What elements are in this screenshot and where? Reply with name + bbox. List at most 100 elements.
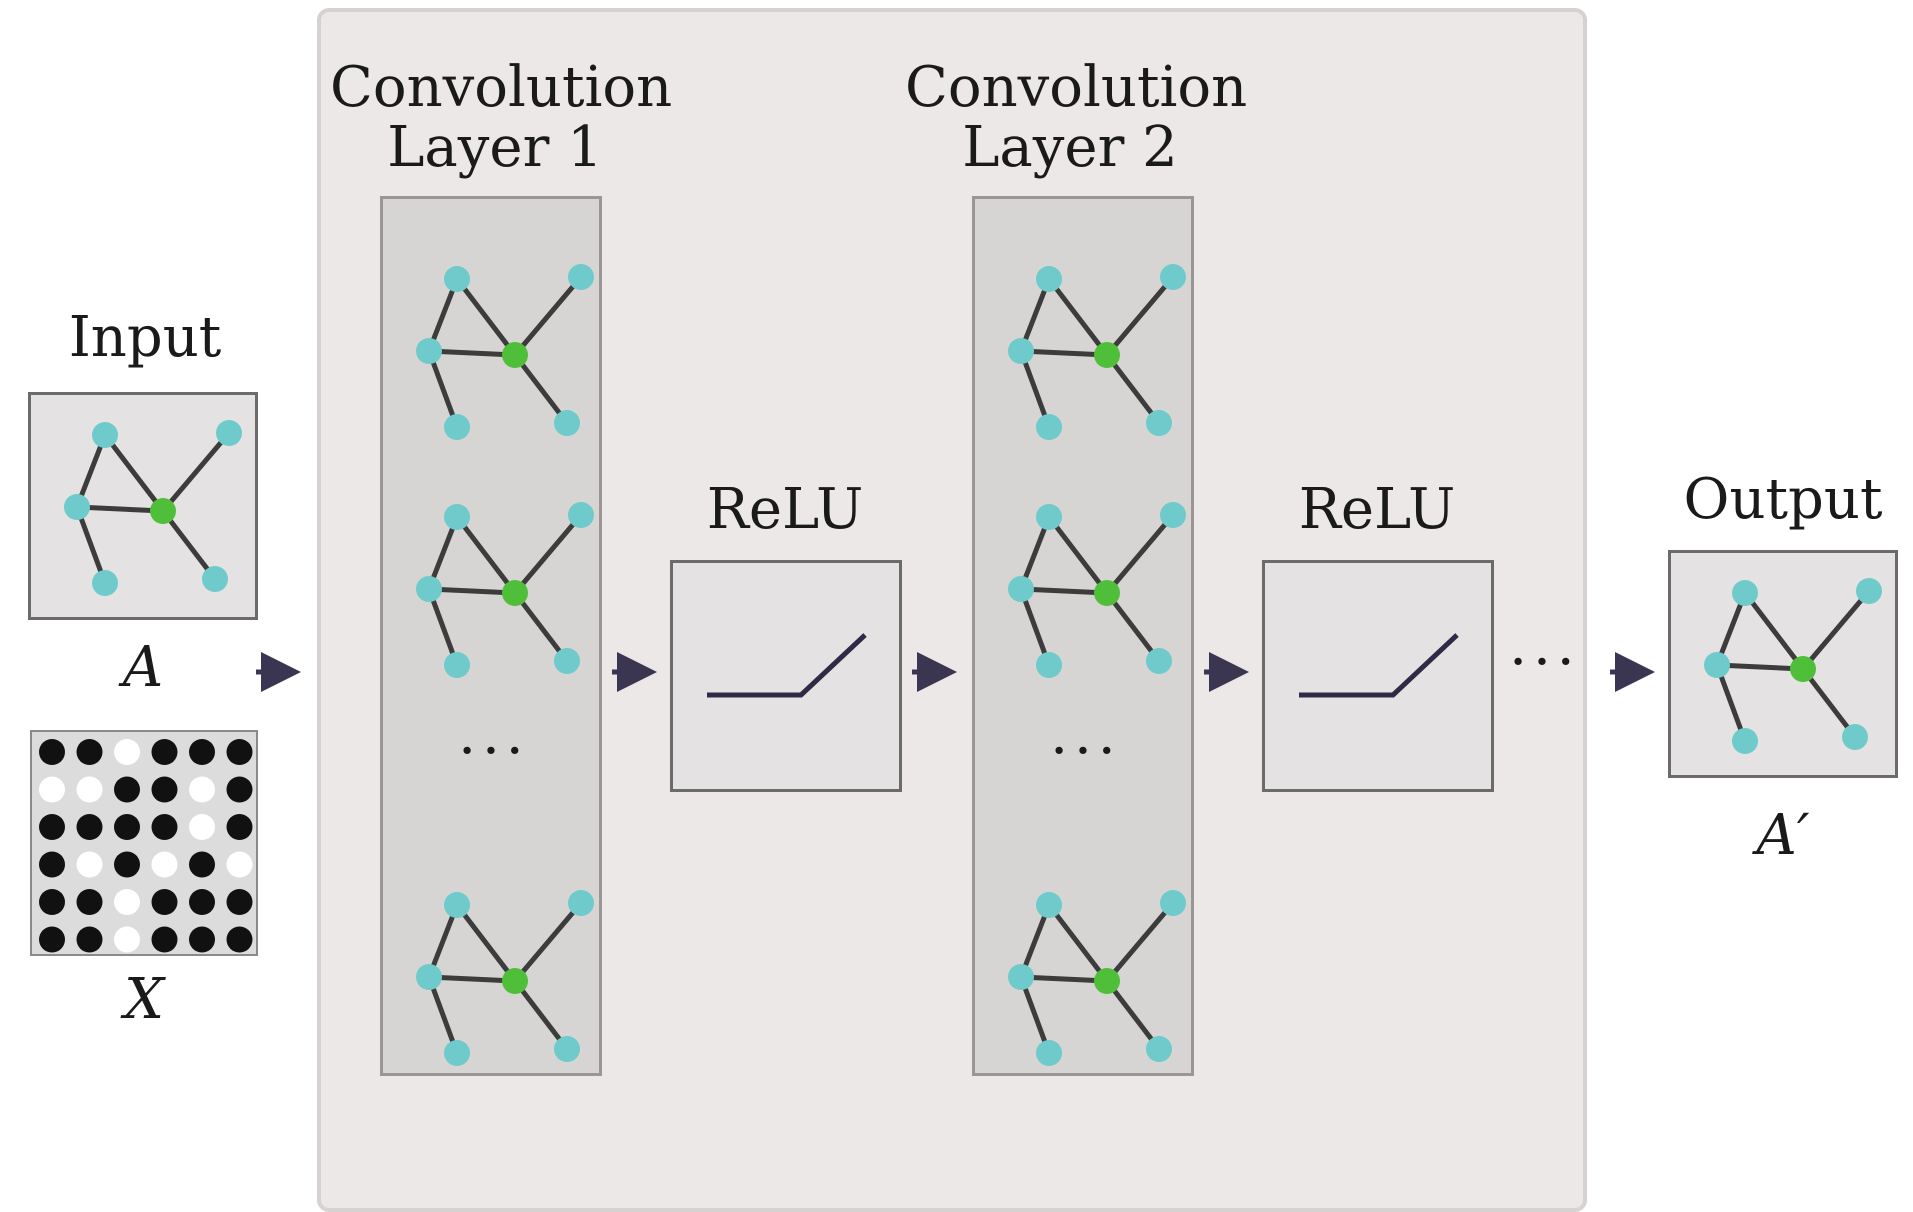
graph-node [1146, 648, 1172, 674]
matrix-cell [114, 851, 140, 878]
graph-edge [1716, 662, 1804, 672]
graph-node [554, 1036, 580, 1062]
graph-node [416, 576, 442, 602]
graph-edge [1801, 589, 1871, 671]
graph-node [1036, 1040, 1062, 1066]
graph-edge [428, 586, 516, 596]
graph-center-node [502, 968, 528, 994]
graph-node [1036, 414, 1062, 440]
graph-edge [513, 513, 583, 595]
graph-edge [1105, 979, 1161, 1051]
matrix-cell [151, 851, 178, 878]
conv2-title-line1: Convolution [905, 55, 1248, 120]
output-adjacency-label: A′ [1756, 803, 1810, 868]
matrix-cell [39, 926, 65, 953]
graph-node [1008, 576, 1034, 602]
graph-center-node [150, 498, 176, 524]
graph-edge [76, 504, 164, 514]
graph-edge [74, 506, 108, 584]
graph-node [416, 964, 442, 990]
conv1-graph-3 [416, 890, 594, 1066]
graph-center-node [1790, 656, 1816, 682]
graph-edge [1018, 350, 1052, 428]
graph-node [1036, 504, 1062, 530]
graph-edge [513, 591, 569, 663]
matrix-cell [151, 739, 178, 765]
feature-matrix-box [30, 730, 258, 956]
matrix-cell [151, 926, 178, 953]
graph-node [444, 1040, 470, 1066]
matrix-cell [39, 889, 65, 915]
graph-edge [1105, 513, 1175, 595]
graph-edge [455, 277, 517, 357]
graph-edge [1018, 976, 1052, 1054]
matrix-cell [189, 926, 215, 953]
adjacency-label: A [122, 635, 164, 700]
graph-edge [1105, 353, 1161, 425]
matrix-cell [114, 739, 140, 765]
graph-edge [1020, 974, 1108, 984]
matrix-cell [114, 926, 140, 953]
matrix-cell [76, 776, 103, 803]
matrix-cell [39, 851, 65, 878]
matrix-cell [114, 776, 140, 803]
graph-node [444, 652, 470, 678]
conv2-graph-2 [1008, 502, 1186, 678]
graph-node [1160, 264, 1186, 290]
graph-node [1036, 892, 1062, 918]
graph-edge [455, 903, 517, 983]
relu2-box [1262, 560, 1494, 792]
graph-edge [1105, 591, 1161, 663]
graph-edge [161, 431, 231, 513]
conv1-title-line2: Layer 1 [387, 115, 603, 180]
matrix-cell [226, 739, 253, 765]
matrix-cell [189, 814, 215, 840]
graph-edge [1743, 591, 1805, 671]
relu2-curve [1299, 633, 1459, 698]
graph-node [1160, 502, 1186, 528]
input-label: Input [68, 305, 222, 370]
graph-edge [1047, 277, 1109, 357]
graph-node [444, 504, 470, 530]
graph-node [444, 414, 470, 440]
matrix-cell [76, 851, 103, 878]
after-relu2-ellipsis: ··· [1509, 630, 1581, 695]
graph-edge [1714, 664, 1748, 742]
graph-edge [1018, 588, 1052, 666]
matrix-cell [76, 889, 103, 915]
graph-node [1704, 652, 1730, 678]
matrix-cell [39, 776, 65, 803]
graph-node [444, 892, 470, 918]
graph-node [554, 648, 580, 674]
relu1-box [670, 560, 902, 792]
conv1-graph-1 [416, 264, 594, 440]
conv1-column: ··· [380, 196, 602, 1076]
input-graph-box [28, 392, 258, 620]
conv2-graph-3 [1008, 890, 1186, 1066]
conv2-title-line2: Layer 2 [962, 115, 1178, 180]
graph-node [568, 502, 594, 528]
graph-edge [455, 515, 517, 595]
graph-node [1856, 578, 1882, 604]
matrix-cell [76, 739, 103, 765]
output-graph [1704, 578, 1882, 754]
graph-edge [1020, 348, 1108, 358]
graph-center-node [1094, 580, 1120, 606]
conv1-graph-2 [416, 502, 594, 678]
graph-edge [161, 509, 217, 581]
relu1-curve [707, 633, 867, 698]
graph-node [1036, 266, 1062, 292]
graph-node [92, 570, 118, 596]
graph-node [1146, 410, 1172, 436]
graph-node [64, 494, 90, 520]
graph-center-node [502, 342, 528, 368]
conv1-title-line1: Convolution [330, 55, 673, 120]
graph-node [202, 566, 228, 592]
matrix-cell [226, 889, 253, 915]
graph-node [216, 420, 242, 446]
conv1-ellipsis: ··· [458, 719, 530, 784]
graph-node [554, 410, 580, 436]
graph-node [92, 422, 118, 448]
matrix-cell [226, 776, 253, 803]
